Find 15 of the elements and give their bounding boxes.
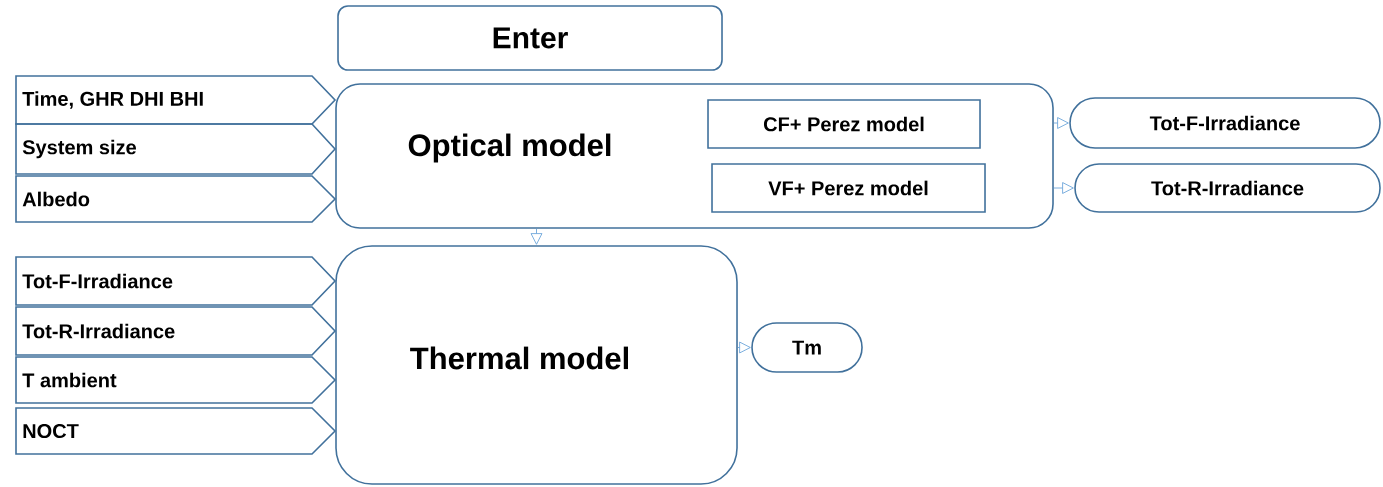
- arrow: [530, 228, 543, 245]
- arrow: [737, 341, 751, 354]
- input-arrow-box: System size: [15, 123, 337, 175]
- arrow: [1053, 117, 1069, 129]
- input-arrow-box: NOCT: [15, 407, 337, 455]
- input-arrow-box: Tot-F-Irradiance: [15, 256, 337, 306]
- input-arrow-box: Tot-R-Irradiance: [15, 306, 337, 356]
- arrow: [1053, 182, 1074, 194]
- input-arrow-box: T ambient: [15, 356, 337, 404]
- header-box: Enter: [337, 5, 723, 71]
- model-box: Thermal model: [335, 245, 738, 485]
- method-box: CF+ Perez model: [707, 99, 981, 149]
- input-arrow-box: Time, GHR DHI BHI: [15, 75, 337, 125]
- input-arrow-box: Albedo: [15, 175, 337, 223]
- method-box: VF+ Perez model: [711, 163, 986, 213]
